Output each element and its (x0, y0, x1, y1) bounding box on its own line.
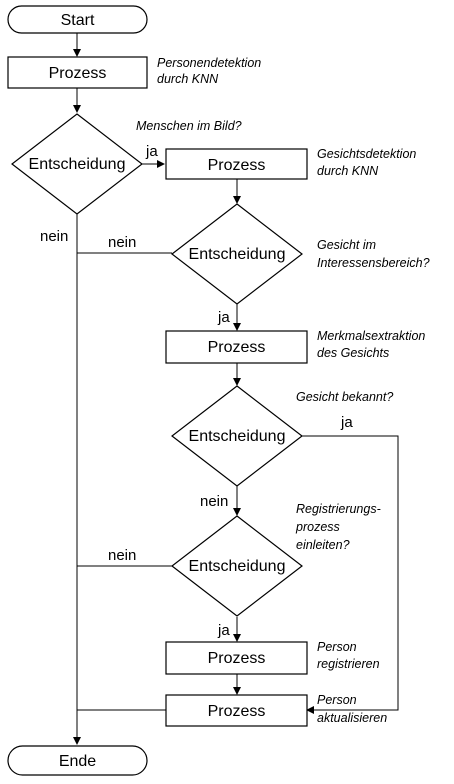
question-gesicht-bekannt: Gesicht bekannt? (296, 390, 393, 404)
decision-1: Entscheidung (11, 113, 143, 215)
decision-1-label: Entscheidung (29, 156, 126, 173)
decision-3-yes-label: ja (340, 414, 353, 431)
decision-2: Entscheidung (171, 203, 303, 305)
end-node: Ende (7, 745, 148, 776)
note-gesichtsdetektion: Gesichtsdetektion durch KNN (317, 147, 420, 178)
process-3-label: Prozess (208, 339, 266, 356)
decision-2-no-label: nein (108, 234, 136, 251)
edge-decision3-yes (302, 435, 399, 714)
decision-4-no-label: nein (108, 547, 136, 564)
decision-2-yes-label: ja (217, 309, 230, 326)
process-5-label: Prozess (208, 703, 266, 720)
process-2-label: Prozess (208, 157, 266, 174)
decision-3: Entscheidung (171, 385, 303, 487)
connectors (73, 33, 399, 745)
process-4: Prozess (165, 641, 308, 675)
decision-3-no-label: nein (200, 493, 228, 510)
note-person-aktualisieren: Person aktualisieren (317, 693, 387, 725)
process-2: Prozess (165, 148, 308, 180)
decision-3-label: Entscheidung (189, 428, 286, 445)
decision-4-yes-label: ja (217, 622, 230, 639)
note-personendetektion: Personendetektion durch KNN (157, 56, 265, 86)
process-5: Prozess (165, 694, 308, 727)
process-1-label: Prozess (49, 65, 107, 82)
question-menschen-im-bild: Menschen im Bild? (136, 119, 242, 133)
question-registrierungsprozess: Registrierungs- prozess einleiten? (295, 502, 384, 552)
process-3: Prozess (165, 330, 308, 364)
end-label: Ende (59, 753, 96, 770)
note-person-registrieren: Person registrieren (317, 640, 380, 671)
question-gesicht-im-interessensbereich: Gesicht im Interessensbereich? (317, 238, 430, 270)
decision-1-yes-label: ja (145, 143, 158, 160)
start-label: Start (61, 12, 95, 29)
decision-4-label: Entscheidung (189, 558, 286, 575)
process-1: Prozess (7, 56, 148, 89)
note-merkmalsextraktion: Merkmalsextraktion des Gesichts (317, 329, 429, 360)
start-node: Start (7, 5, 148, 34)
decision-4: Entscheidung (171, 515, 303, 617)
decision-2-label: Entscheidung (189, 246, 286, 263)
decision-1-no-label: nein (40, 228, 68, 245)
process-4-label: Prozess (208, 650, 266, 667)
